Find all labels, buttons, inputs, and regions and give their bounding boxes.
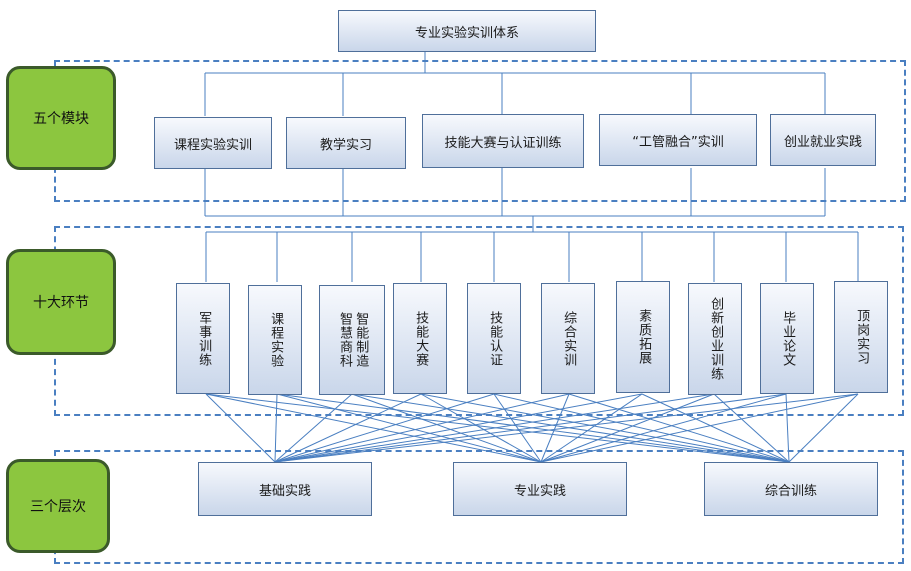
- link-comprehensive-training: 综合实训: [541, 283, 595, 394]
- module-entrepreneurship: 创业就业实践: [770, 114, 876, 166]
- module-skills-competition: 技能大赛与认证训练: [422, 114, 584, 168]
- links-label: 十大环节: [6, 249, 116, 355]
- link-smart-manufacturing: 智能制造 智慧商科: [319, 285, 385, 395]
- link-course-experiment: 课程实验: [248, 285, 302, 395]
- link-quality-development: 素质拓展: [616, 281, 670, 393]
- modules-label: 五个模块: [6, 66, 116, 170]
- module-industry-integration: “工管融合”实训: [599, 114, 757, 166]
- link-internship: 顶岗实习: [834, 281, 888, 393]
- levels-label: 三个层次: [6, 459, 110, 553]
- link-skills-certification: 技能认证: [467, 283, 521, 394]
- link-skills-competition: 技能大赛: [393, 283, 447, 394]
- level-basic-practice: 基础实践: [198, 462, 372, 516]
- module-course-experiment: 课程实验实训: [154, 117, 272, 169]
- level-comprehensive-training: 综合训练: [704, 462, 878, 516]
- level-professional-practice: 专业实践: [453, 462, 627, 516]
- link-military-training: 军事训练: [176, 283, 230, 394]
- link-innovation-entrepreneurship: 创新创业训练: [688, 283, 742, 395]
- system-title-box: 专业实验实训体系: [338, 10, 596, 52]
- module-teaching-practice: 教学实习: [286, 117, 406, 169]
- link-graduation-thesis: 毕业论文: [760, 283, 814, 394]
